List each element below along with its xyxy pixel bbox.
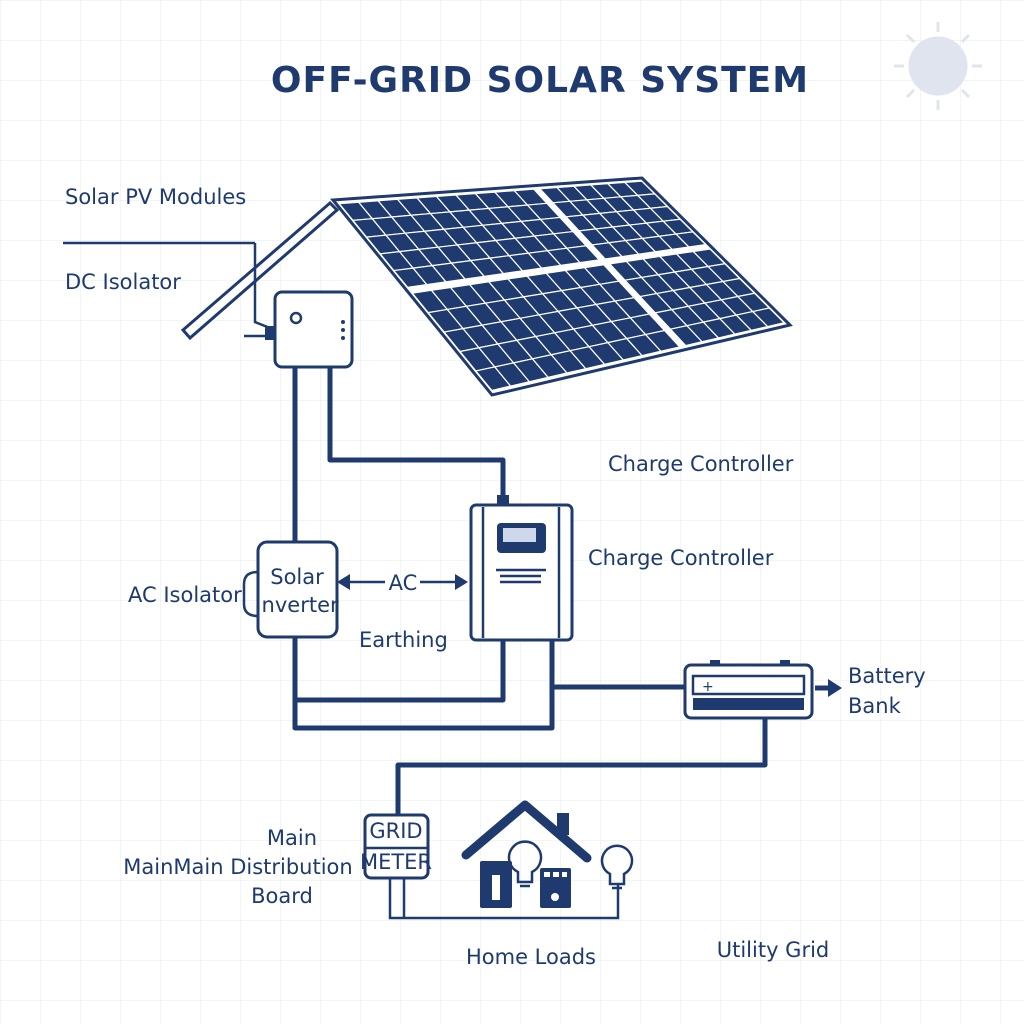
dc-isolator-label: DC Isolator: [65, 270, 181, 294]
lightbulb-icon: [507, 840, 543, 888]
home-icon: [461, 800, 592, 908]
battery-label: Battery: [848, 664, 926, 688]
solar-cell: [674, 231, 707, 248]
charge-controller-label: Charge Controller: [588, 546, 774, 570]
earthing-label: Earthing: [359, 628, 448, 652]
page-title: OFF-GRID SOLAR SYSTEM: [271, 60, 809, 101]
board-label: Board: [251, 884, 313, 908]
ac-isolator-label: AC Isolator: [128, 583, 242, 607]
appliance-icon: [540, 868, 571, 908]
house-roof: [180, 200, 340, 341]
main-label: Main: [267, 826, 317, 850]
solar-pv-panels: [330, 176, 793, 397]
svg-text:+: +: [702, 679, 714, 695]
solar-cell: [644, 329, 681, 352]
wiring: [292, 367, 768, 920]
solar-pv-modules-label: Solar PV Modules: [65, 185, 246, 209]
sun-icon: [894, 22, 982, 110]
home-loads-label: Home Loads: [466, 945, 596, 969]
inverter-label: Inverter: [255, 593, 339, 617]
meter-meter-label: METER: [360, 850, 432, 874]
lightbulb-icon: [600, 844, 634, 890]
ac-label: AC: [389, 571, 418, 595]
grid-meter: GRID METER: [360, 813, 432, 880]
ac-arrow: AC: [337, 571, 468, 595]
main-distribution-label: MainMain Distribution: [123, 855, 352, 879]
meter-grid-label: GRID: [369, 819, 422, 843]
bank-label: Bank: [848, 694, 902, 718]
inverter-label-solar: Solar: [270, 565, 324, 589]
utility-grid-label: Utility Grid: [717, 938, 830, 962]
solar-inverter: Solar Inverter: [242, 540, 339, 639]
solar-cell: [751, 307, 786, 328]
solar-cell: [565, 245, 601, 264]
charge-controller-device: [469, 495, 574, 642]
charge-controller-label-top: Charge Controller: [608, 452, 794, 476]
battery-bank-icon: +: [683, 660, 842, 720]
dc-isolator-box: [265, 290, 354, 369]
